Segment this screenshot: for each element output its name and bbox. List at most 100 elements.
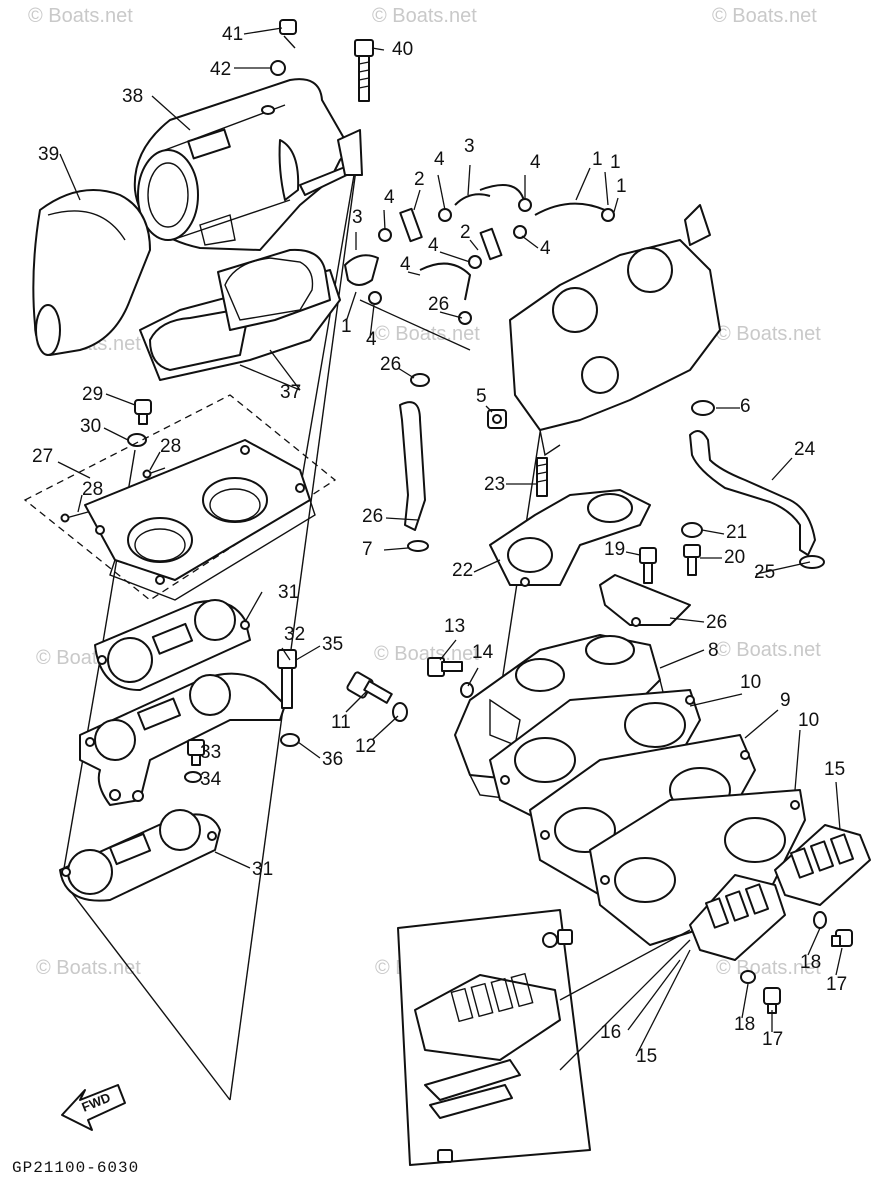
intake-manifold-8	[454, 634, 666, 801]
washer-34	[184, 771, 202, 783]
reed-valve-15-upper	[774, 824, 871, 906]
leader-line	[103, 427, 129, 441]
long-bolt-40	[354, 39, 374, 102]
callout-35: 35	[322, 634, 343, 655]
callout-14: 14	[472, 642, 494, 663]
diagram-code: GP21100-6030	[12, 1159, 139, 1177]
bolt-33	[187, 739, 205, 766]
watermark: © Boats.net	[28, 5, 133, 27]
group-box-27	[23, 394, 337, 601]
hose-23	[399, 401, 426, 531]
callout-31: 31	[252, 859, 273, 880]
stud-5	[536, 457, 548, 497]
leader-line	[669, 617, 705, 623]
callout-1: 1	[610, 152, 621, 173]
adapter-plate-27	[84, 439, 316, 601]
leader-line	[613, 197, 619, 213]
clamp-26	[407, 540, 429, 552]
leader-line	[151, 95, 191, 131]
callout-2: 2	[460, 222, 471, 243]
callout-26: 26	[428, 294, 449, 315]
callout-29: 29	[82, 384, 103, 405]
cap-bolt-41	[279, 19, 297, 49]
leader-line	[755, 561, 811, 575]
leader-line	[243, 27, 283, 35]
callout-22: 22	[452, 560, 473, 581]
bolt-35	[277, 649, 297, 709]
callout-26: 26	[706, 612, 727, 633]
callout-3: 3	[464, 136, 475, 157]
watermark: © Boats.net	[36, 957, 141, 979]
leader-line	[437, 174, 446, 211]
callout-11: 11	[331, 712, 351, 733]
silencer-38	[133, 78, 363, 251]
bracket-21	[599, 574, 691, 627]
callout-26: 26	[380, 354, 401, 375]
washer-18	[813, 911, 827, 929]
callout-23: 23	[484, 474, 505, 495]
bolt-17	[763, 987, 781, 1014]
leader-line	[407, 271, 421, 276]
leader-line	[371, 715, 399, 741]
callout-26: 26	[362, 506, 383, 527]
leader-line	[383, 547, 409, 551]
callout-4: 4	[434, 149, 445, 170]
callout-3: 3	[352, 207, 363, 228]
reed-assembly-inset-16	[397, 909, 691, 1166]
leader-line	[244, 591, 263, 623]
callout-4: 4	[400, 254, 411, 275]
watermark: © Boats.net	[372, 5, 477, 27]
bolt-17	[831, 929, 853, 947]
nipple-19	[683, 544, 701, 576]
leader-line	[214, 851, 251, 869]
callout-9: 9	[780, 690, 791, 711]
callout-4: 4	[540, 238, 551, 259]
elbow-hose-39	[32, 189, 151, 356]
leader-line	[439, 251, 471, 263]
callout-4: 4	[384, 187, 395, 208]
nut-6	[487, 409, 507, 429]
gasket-31-upper	[94, 599, 251, 691]
callout-4: 4	[530, 152, 541, 173]
callout-4: 4	[366, 329, 377, 350]
leader-line	[297, 741, 321, 759]
cap-20	[681, 522, 703, 538]
forward-arrow: FWD	[61, 1084, 126, 1131]
callout-18: 18	[734, 1014, 755, 1035]
callout-15: 15	[636, 1046, 657, 1067]
callout-38: 38	[122, 86, 143, 107]
leader-line	[625, 551, 641, 556]
callout-17: 17	[826, 974, 847, 995]
callout-40: 40	[392, 39, 413, 60]
screw-28	[142, 467, 166, 479]
leader-line	[604, 171, 609, 206]
leader-line	[794, 729, 801, 791]
callout-8: 8	[708, 640, 719, 661]
callout-39: 39	[38, 144, 59, 165]
clamp-26	[410, 373, 430, 387]
leader-line	[473, 559, 501, 573]
leader-line	[469, 239, 479, 251]
leader-line	[741, 983, 749, 1019]
callout-36: 36	[322, 749, 343, 770]
callout-5: 5	[476, 386, 487, 407]
washer-18	[740, 970, 756, 984]
leader-line	[807, 927, 821, 956]
callout-15: 15	[824, 759, 845, 780]
clamp-26	[691, 400, 715, 416]
callout-16: 16	[600, 1022, 621, 1043]
watermark: © Boats.net	[712, 5, 817, 27]
leader-line	[345, 291, 357, 323]
washer-12	[392, 702, 408, 722]
callout-41: 41	[222, 24, 243, 45]
leader-line	[295, 645, 321, 661]
callout-20: 20	[724, 547, 745, 568]
watermark: © Boats.net	[375, 323, 480, 345]
callout-10: 10	[740, 672, 761, 693]
leader-line	[369, 304, 375, 339]
watermark: © Boats.net	[716, 323, 821, 345]
leader-line	[575, 167, 591, 201]
bolt-11	[346, 671, 393, 704]
